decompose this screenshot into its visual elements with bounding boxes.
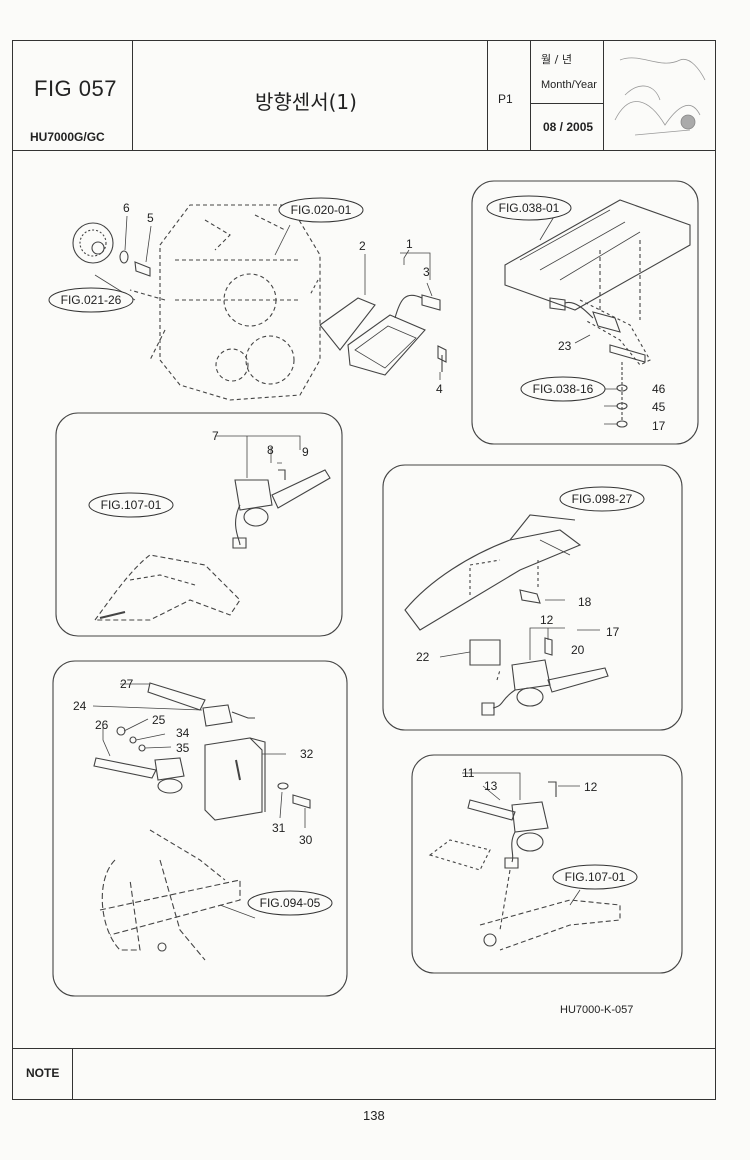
part-number: 1 (406, 237, 413, 251)
company-stamp-logo (614, 57, 706, 136)
part-number: 6 (123, 201, 130, 215)
part-number: 5 (147, 211, 154, 225)
page-code: P1 (498, 92, 513, 106)
sensor-module (511, 801, 549, 833)
part-number: 18 (578, 595, 592, 609)
note-divider (72, 1048, 73, 1100)
fig-ref-label: FIG.021-26 (48, 287, 134, 313)
panel-frame (52, 660, 348, 997)
page-frame (12, 40, 716, 1100)
month-year-rule (530, 103, 603, 104)
month-year-value: 08 / 2005 (543, 120, 594, 134)
sensor-module (511, 659, 551, 691)
part-number: 4 (436, 382, 443, 396)
sensor-assembly-illustration (428, 781, 621, 951)
gear-illustration (72, 222, 151, 277)
part-number: 25 (152, 713, 166, 727)
fig-ref-label: FIG.094-05 (247, 890, 333, 916)
part-number: 17 (652, 419, 666, 433)
part-number: 45 (652, 400, 666, 414)
panel-frame (411, 754, 683, 974)
part-number-labels: 1 2 3 4 5 6 7 8 9 11 12 12 13 17 17 18 2… (73, 201, 666, 847)
gasket (319, 297, 376, 351)
part-number: 20 (571, 643, 585, 657)
part-number: 17 (606, 625, 620, 639)
part-number: 34 (176, 726, 190, 740)
sensor-assembly-illustration (93, 469, 331, 621)
fig-ref-label: FIG.107-01 (552, 864, 638, 890)
sensor-lever (147, 682, 206, 711)
part-number: 35 (176, 741, 190, 755)
wire-harness (394, 294, 423, 319)
fig-number: FIG 057 (34, 76, 117, 101)
month-year-label: Month/Year (541, 79, 597, 91)
panel-frame (55, 412, 343, 637)
page-title: 방향센서(1) (255, 90, 357, 114)
part-number: 27 (120, 677, 134, 691)
sensor-cover (347, 314, 426, 376)
part-number: 3 (423, 265, 430, 279)
sensor-lever (547, 667, 609, 693)
month-year-label-korean: 월 / 년 (541, 53, 572, 66)
panel-frame (471, 180, 699, 445)
figure-references: FIG.020-01 FIG.021-26 FIG.038-01 FIG.038… (48, 195, 645, 916)
part-number: 32 (300, 747, 314, 761)
header-divider (603, 40, 604, 150)
bracket-18 (519, 589, 541, 604)
fig-ref-label: FIG.098-27 (559, 486, 645, 512)
bracket-22 (469, 639, 501, 666)
sensor-lever (271, 469, 331, 509)
part-number: 12 (584, 780, 598, 794)
engine-block-illustration (129, 204, 321, 401)
sensor-module (592, 311, 621, 333)
fig-ref-text: FIG.038-01 (499, 201, 560, 215)
sensor-lever (93, 757, 157, 779)
part-number: 7 (212, 429, 219, 443)
connector (421, 294, 441, 311)
part-number: 30 (299, 833, 313, 847)
fig-ref-text: FIG.107-01 (565, 870, 626, 884)
sensor-lever (467, 799, 516, 821)
part-number: 46 (652, 382, 666, 396)
fig-ref-text: FIG.038-16 (533, 382, 594, 396)
fig-ref-text: FIG.021-26 (61, 293, 122, 307)
drawing-id: HU7000-K-057 (560, 1004, 634, 1016)
part-number: 9 (302, 445, 309, 459)
part-number: 22 (416, 650, 430, 664)
mounting-bracket (204, 737, 263, 821)
part-number: 24 (73, 699, 87, 713)
part-number: 26 (95, 718, 109, 732)
bolt (437, 345, 447, 372)
part-number: 13 (484, 779, 498, 793)
part-number: 11 (462, 766, 475, 780)
fig-ref-label: FIG.107-01 (88, 492, 174, 518)
fig-ref-text: FIG.020-01 (291, 203, 352, 217)
fig-ref-text: FIG.107-01 (101, 498, 162, 512)
fig-ref-label: FIG.020-01 (278, 197, 364, 223)
sensor-bracket-illustration (93, 682, 311, 961)
header-divider (487, 40, 488, 150)
part-number: 8 (267, 443, 274, 457)
frame-bracket-illustration (504, 199, 691, 428)
note-top-rule (12, 1048, 716, 1049)
panel-frame (382, 464, 683, 731)
part-number: 23 (558, 339, 572, 353)
page-number: 138 (363, 1108, 385, 1123)
part-number: 2 (359, 239, 366, 253)
header-bottom-rule (12, 150, 716, 151)
frame-rail-illustration (404, 514, 609, 716)
fig-ref-text: FIG.098-27 (572, 492, 633, 506)
part-number: 31 (272, 821, 286, 835)
header-divider (530, 40, 531, 150)
note-label: NOTE (26, 1066, 60, 1080)
leader-lines (92, 214, 618, 919)
fig-ref-label: FIG.038-16 (520, 376, 606, 402)
fig-ref-label: FIG.038-01 (486, 195, 572, 221)
part-number: 12 (540, 613, 554, 627)
header-divider (132, 40, 133, 150)
model-code: HU7000G/GC (30, 130, 105, 144)
fig-ref-text: FIG.094-05 (260, 896, 321, 910)
